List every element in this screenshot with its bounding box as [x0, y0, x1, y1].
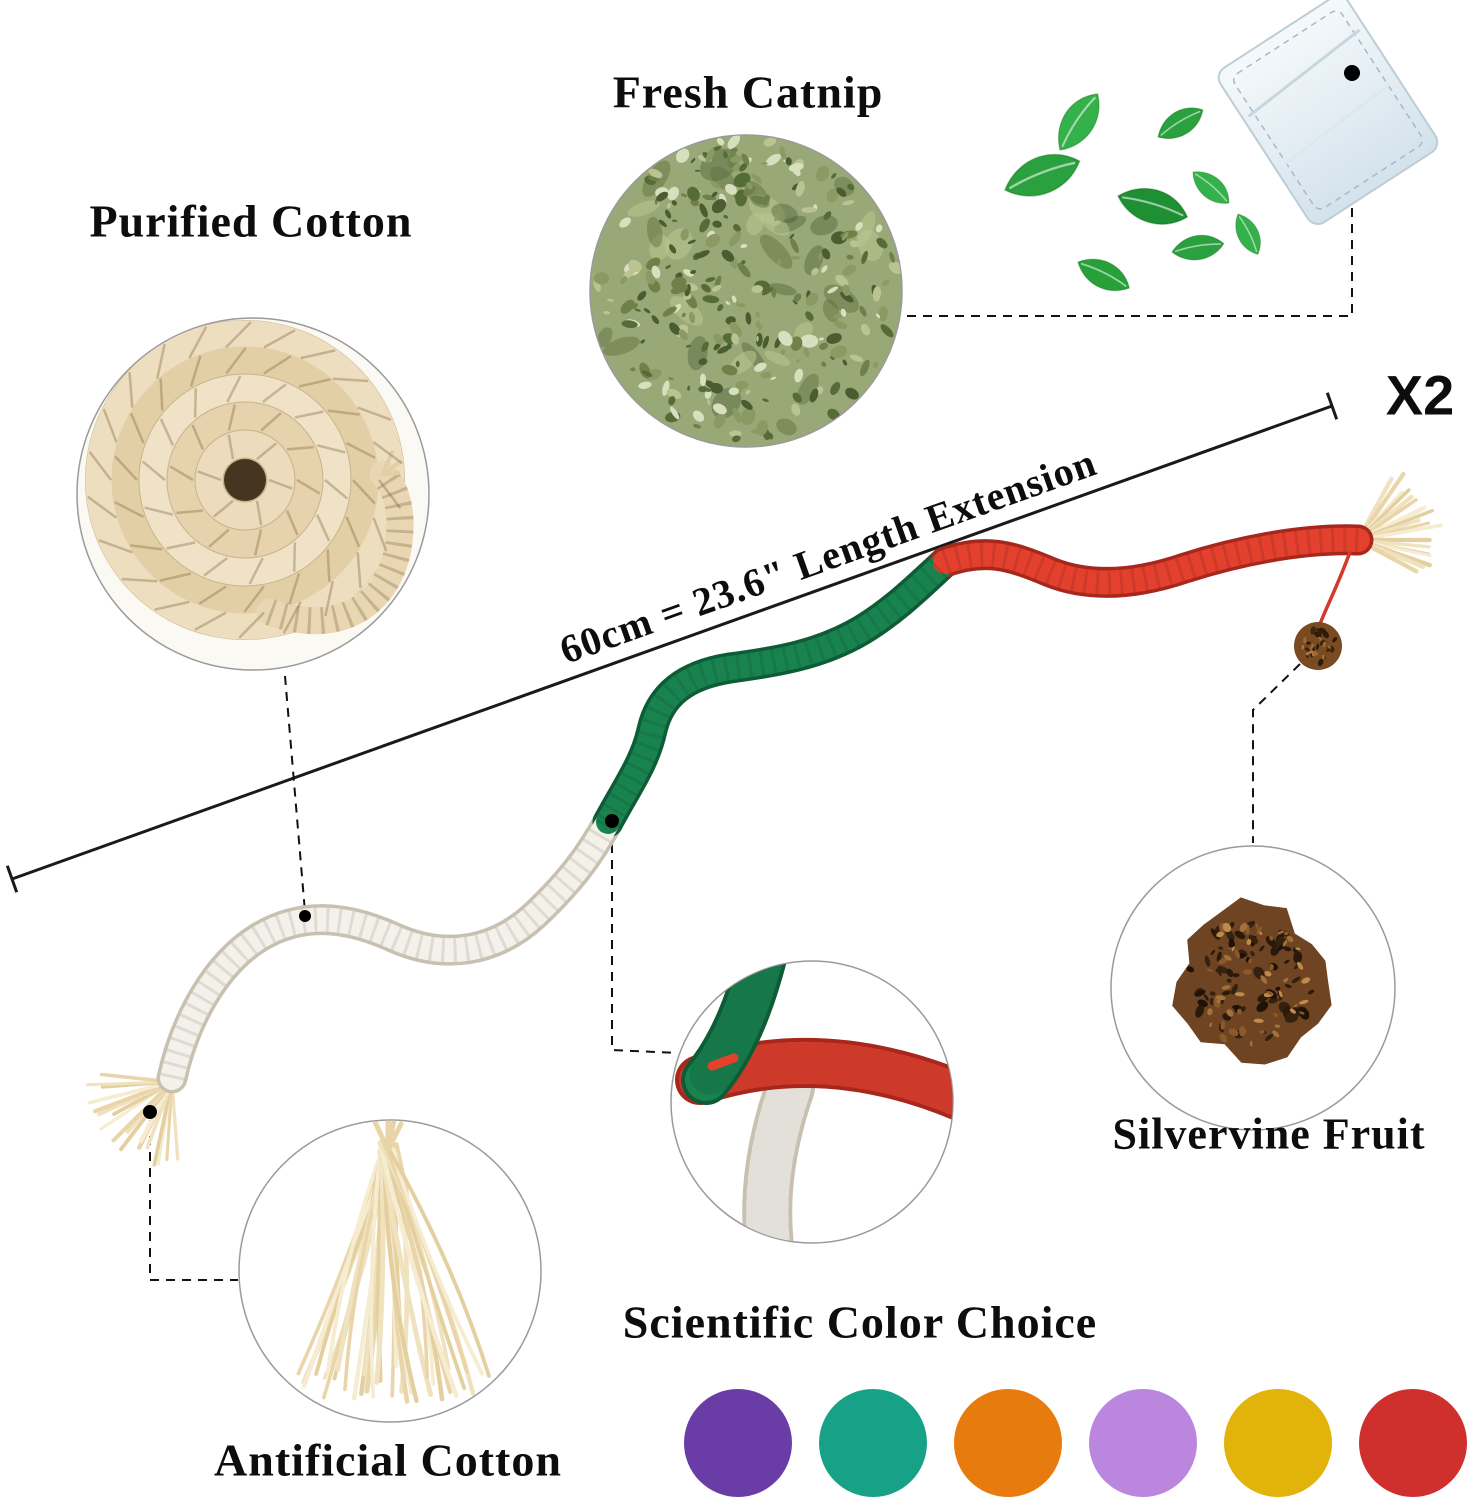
catnip-photo [589, 134, 903, 448]
rope-segment-red [933, 527, 1370, 595]
silvervine-ball [1294, 622, 1342, 670]
rope-segment-white [160, 810, 620, 1090]
purified-cotton-label: Purified Cotton [89, 195, 413, 247]
cotton-rope-photo [76, 317, 430, 671]
tassel-closeup-photo [238, 1119, 542, 1423]
color-swatches [684, 1389, 1467, 1497]
color-swatch-teal [819, 1389, 927, 1497]
catnip-sachet [1217, 0, 1439, 225]
color-transition-closeup-photo [670, 960, 954, 1244]
callout-connectors [149, 80, 1353, 1281]
mint-leaves [1003, 93, 1261, 292]
color-swatch-purple [684, 1389, 792, 1497]
antificial-cotton-label: Antificial Cotton [214, 1434, 562, 1486]
callout-dots [143, 65, 1360, 1119]
ball-string [1318, 551, 1352, 625]
quantity-label: X2 [1385, 363, 1455, 427]
color-swatch-yellow [1224, 1389, 1332, 1497]
rope-segment-green [596, 550, 957, 834]
color-swatch-lavender [1089, 1389, 1197, 1497]
dimension-line [5, 392, 1339, 893]
silvervine-fruit-photo [1110, 845, 1396, 1131]
silvervine-fruit-label: Silvervine Fruit [1112, 1109, 1426, 1159]
fresh-catnip-label: Fresh Catnip [612, 66, 884, 118]
color-swatch-red [1359, 1389, 1467, 1497]
rope-tassel-right [1355, 471, 1443, 574]
rope-toy [85, 471, 1443, 1167]
scientific-color-choice-label: Scientific Color Choice [622, 1296, 1098, 1348]
color-swatch-orange [954, 1389, 1062, 1497]
